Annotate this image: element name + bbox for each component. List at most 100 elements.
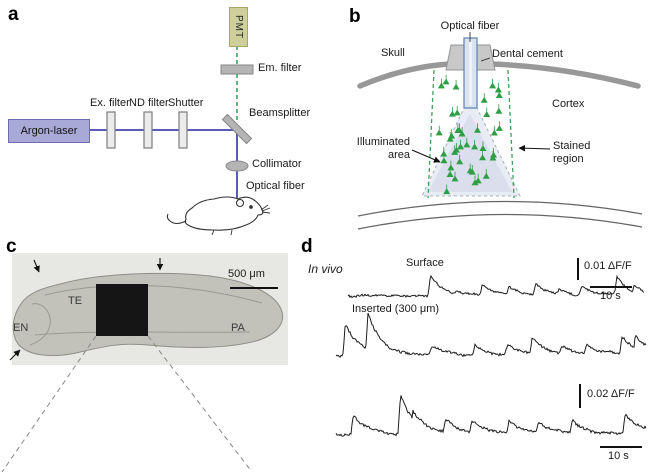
skull-label: Skull — [381, 47, 405, 59]
scalebar-10s-label-1: 10 s — [600, 290, 621, 302]
neuron-glyph — [457, 139, 465, 150]
slice-curl-line — [29, 303, 51, 346]
argon-laser-box: Argon-laser — [8, 119, 90, 143]
neuron-glyph — [479, 141, 487, 151]
slice-marker-arrow-1 — [33, 259, 40, 273]
panel-label-d: d — [301, 236, 313, 257]
beamsplitter-label: Beamsplitter — [249, 107, 311, 119]
illuminated-area-label: Illuminated area — [356, 136, 410, 161]
neuron-glyph — [456, 154, 464, 165]
pmt-label: PMT — [233, 14, 244, 40]
shutter-shape — [178, 111, 188, 149]
neuron-glyph — [463, 137, 471, 148]
scale-bar-500um-label: 500 μm — [228, 268, 265, 280]
neuron-glyph — [443, 184, 451, 195]
neuron-glyph — [483, 107, 491, 117]
fluorescence-traces — [335, 274, 647, 437]
optical-fiber-label-b: Optical fiber — [440, 20, 500, 32]
trace-inserted-300um-1 — [335, 312, 647, 359]
panel-d-traces — [335, 258, 647, 448]
stained-region-label: Stained region — [553, 140, 591, 165]
neuron-glyph — [495, 104, 503, 114]
neuron-glyph — [442, 74, 450, 85]
neuron-glyph — [451, 171, 459, 182]
neuron-glyph — [452, 79, 460, 90]
pmt-box: PMT — [229, 7, 248, 47]
neuron-glyph — [495, 88, 503, 98]
neuron-glyph — [471, 175, 479, 186]
neuron-glyph — [482, 169, 490, 179]
neuron-glyph — [490, 125, 498, 136]
trace-surface — [347, 274, 645, 299]
argon-laser-label: Argon-laser — [20, 125, 78, 137]
stained-region-dashed-left — [427, 69, 435, 199]
neuron-glyph — [471, 139, 479, 150]
neuron-glyph — [454, 123, 462, 133]
panel-label-a: a — [8, 4, 19, 25]
neuron-glyph — [448, 129, 456, 139]
scalebar-002-dff-label: 0.02 ΔF/F — [587, 388, 635, 400]
cortex-lower-boundary-1 — [357, 200, 643, 217]
scalebar-10s-label-2: 10 s — [608, 450, 629, 462]
illuminated-area-arrow — [411, 149, 441, 163]
inserted-trace-label: Inserted (300 μm) — [352, 303, 440, 315]
dental-cement-label: Dental cement — [492, 48, 563, 60]
neuron-glyph — [494, 82, 502, 93]
stained-region-arrow — [518, 144, 551, 152]
beamsplitter-shape — [221, 113, 253, 145]
neuron-glyph — [474, 173, 482, 184]
in-vivo-label: In vivo — [308, 262, 343, 276]
skull-right-shape — [489, 61, 641, 89]
neuron-glyph — [480, 93, 488, 103]
ex-filter-label: Ex. filter — [90, 97, 130, 109]
panel-b-schematic — [357, 32, 643, 230]
neuron-glyph — [451, 145, 459, 155]
cortex-label: Cortex — [552, 98, 585, 110]
nd-filter-label: ND filter — [129, 97, 169, 109]
neuron-glyph — [448, 107, 456, 117]
neuron-glyph — [458, 126, 466, 137]
neuron-glyph — [446, 167, 454, 177]
magnification-dashed-left — [1, 335, 97, 473]
optical-fiber-label-a: Optical fiber — [246, 180, 305, 192]
neuron-glyph — [489, 150, 497, 161]
neuron-glyph — [489, 78, 497, 89]
excitation-filter-shape — [106, 111, 116, 149]
shutter-label: Shutter — [168, 97, 204, 109]
mouse-drawing — [166, 196, 271, 236]
imaged-region-square — [96, 284, 148, 336]
neuron-glyph — [435, 125, 443, 136]
neuron-glyph — [440, 153, 448, 164]
emission-filter-shape — [220, 64, 254, 75]
illumination-cone-inner — [428, 114, 512, 192]
cortex-lower-boundary-2 — [357, 213, 643, 230]
neuron-glyph — [468, 165, 476, 175]
panel-a-optics — [88, 46, 271, 236]
region-en-label: EN — [13, 322, 29, 334]
neuron-glyph — [437, 78, 445, 89]
slice-marker-arrow-3 — [9, 349, 21, 361]
neuron-glyph — [473, 123, 481, 133]
scalebar-001-dff-label: 0.01 ΔF/F — [584, 260, 632, 272]
neuron-glyph — [479, 150, 487, 161]
nd-filter-shape — [143, 111, 153, 149]
panel-c-micrograph — [1, 253, 288, 473]
collimator-shape — [225, 160, 249, 172]
neuron-glyph — [453, 105, 461, 116]
panel-label-b: b — [349, 6, 361, 27]
magnification-dashed-right — [147, 335, 253, 473]
panel-label-c: c — [6, 236, 17, 257]
surface-trace-label: Surface — [406, 257, 444, 269]
region-te-label: TE — [68, 295, 83, 307]
region-pa-label: PA — [231, 322, 245, 334]
cement-label-leader — [480, 57, 491, 62]
neuron-glyph — [447, 160, 455, 171]
stained-region-dashed-right — [507, 69, 515, 199]
collimator-label: Collimator — [252, 158, 302, 170]
em-filter-label: Em. filter — [258, 62, 302, 74]
neuron-glyph — [495, 121, 503, 131]
stained-neurons — [435, 74, 503, 195]
trace-inserted-300um-2 — [335, 395, 647, 437]
